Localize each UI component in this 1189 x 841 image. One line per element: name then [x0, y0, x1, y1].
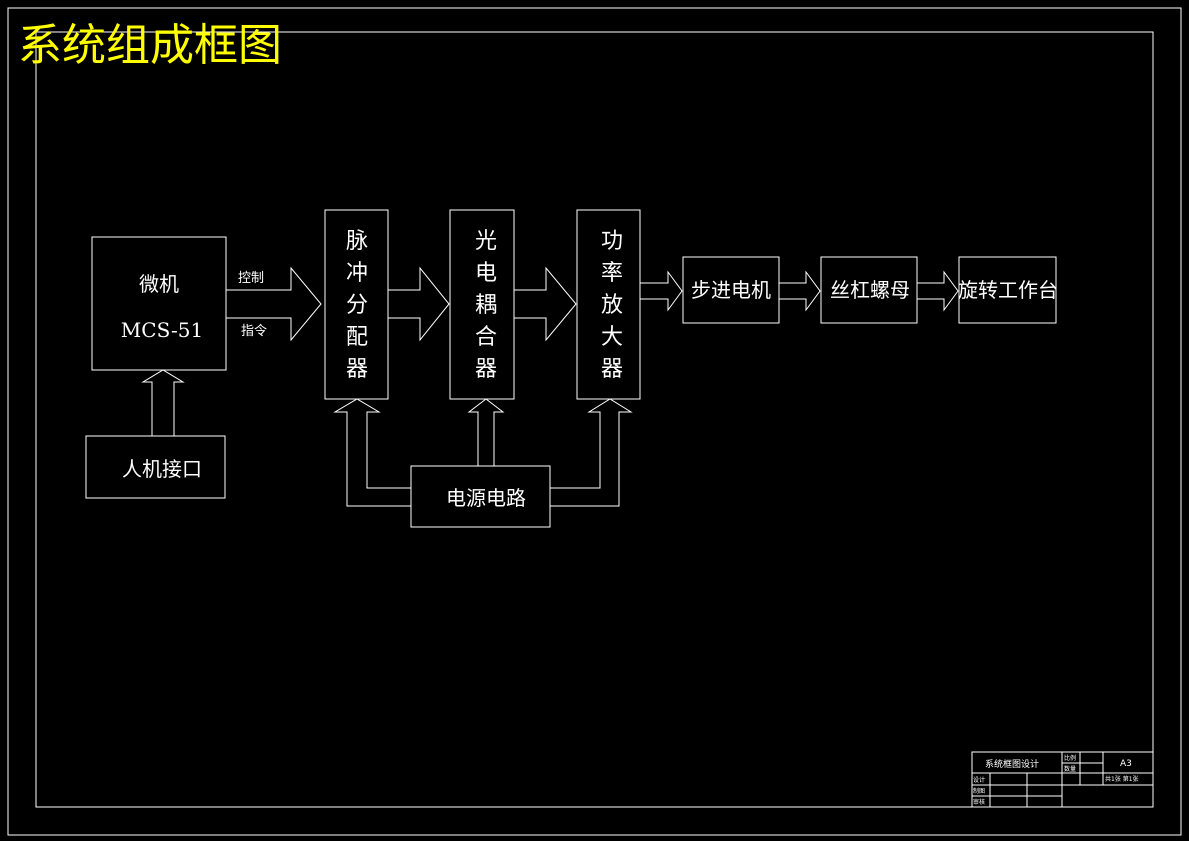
arrow-screw-to-table [916, 270, 959, 312]
title-block-design: 设计 [973, 776, 985, 784]
block-pulse-distributor: 脉 冲 分 配 器 [324, 209, 389, 400]
title-block-size: A3 [1120, 759, 1132, 769]
amp-char-3: 放 [601, 293, 623, 318]
pulse-char-3: 分 [346, 293, 368, 318]
arrow-mcu-to-pulse [225, 266, 322, 342]
diagram-title: 系统组成框图 [18, 20, 282, 71]
motor-label: 步进电机 [691, 278, 771, 302]
block-rotary-table: 旋转工作台 [958, 256, 1058, 324]
opto-char-5: 器 [475, 357, 497, 382]
arrow-amp-to-motor [639, 270, 683, 312]
inner-frame [35, 31, 1154, 808]
opto-char-3: 耦 [475, 293, 497, 318]
arrow-opto-to-amp [513, 266, 577, 342]
arrow-power-to-amp [549, 398, 633, 507]
arrow-hmi-to-mcu [141, 369, 185, 437]
title-block-qty: 数量 [1064, 765, 1076, 773]
arrow-power-to-opto [467, 398, 505, 467]
block-mcu: 微机 MCS-51 [91, 236, 227, 371]
arrow-pulse-to-opto [387, 266, 450, 342]
block-hmi: 人机接口 [85, 435, 226, 499]
amp-char-1: 功 [601, 229, 623, 254]
title-block: 系统框图设计 比例 数量 A3 共1张 第1张 设计 制图 审核 [971, 751, 1154, 808]
amp-char-4: 大 [601, 325, 623, 350]
title-block-scale: 比例 [1064, 754, 1076, 762]
title-block-sheet: 共1张 第1张 [1105, 775, 1139, 783]
opto-char-2: 电 [475, 261, 497, 286]
hmi-label: 人机接口 [122, 457, 202, 481]
block-power-amplifier: 功 率 放 大 器 [576, 209, 641, 400]
pulse-char-1: 脉 [346, 229, 368, 254]
outer-frame [7, 7, 1182, 836]
block-optocoupler: 光 电 耦 合 器 [449, 209, 515, 400]
block-lead-screw: 丝杠螺母 [820, 256, 918, 324]
block-stepper-motor: 步进电机 [682, 256, 780, 324]
block-power-supply: 电源电路 [410, 465, 551, 528]
title-block-draw: 制图 [973, 787, 985, 795]
power-label: 电源电路 [446, 486, 526, 510]
opto-char-4: 合 [475, 325, 497, 350]
mcu-label: 微机 [139, 272, 179, 296]
pulse-char-4: 配 [346, 325, 368, 350]
title-block-review: 审核 [973, 798, 985, 806]
amp-char-5: 器 [601, 357, 623, 382]
amp-char-2: 率 [601, 261, 623, 286]
table-label: 旋转工作台 [958, 278, 1058, 302]
title-block-name: 系统框图设计 [985, 758, 1039, 770]
signal-control-label: 控制 [238, 271, 264, 286]
pulse-char-5: 器 [346, 357, 368, 382]
arrow-motor-to-screw [778, 270, 821, 312]
arrow-power-to-pulse [333, 398, 412, 507]
signal-command-label: 指令 [241, 324, 267, 339]
pulse-char-2: 冲 [346, 261, 368, 286]
mcu-model: MCS-51 [121, 318, 203, 342]
screw-label: 丝杠螺母 [830, 278, 910, 302]
opto-char-1: 光 [475, 229, 497, 254]
